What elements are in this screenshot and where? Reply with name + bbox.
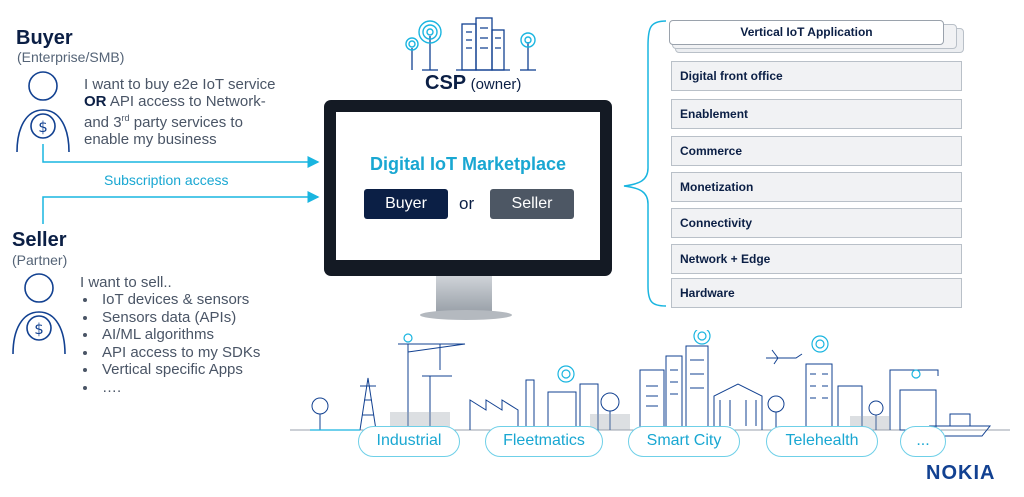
seller-list-item: API access to my SDKs: [98, 344, 260, 362]
seller-person-icon: $: [12, 273, 66, 355]
seller-list-item: Vertical specific Apps: [98, 361, 260, 379]
layer-label: Commerce: [680, 144, 743, 158]
layer-label: Hardware: [680, 286, 735, 300]
vertical-smart-city[interactable]: Smart City: [628, 426, 740, 457]
curly-brace: [623, 20, 667, 307]
buyer-line-3-post: party services to: [129, 114, 243, 131]
seller-arrow: [42, 191, 320, 224]
layer-label: Monetization: [680, 180, 754, 194]
vertical-more[interactable]: ...: [900, 426, 946, 457]
seller-button[interactable]: Seller: [490, 189, 574, 219]
csp-title: CSP: [425, 72, 467, 94]
vertical-fleetmatics[interactable]: Fleetmatics: [485, 426, 603, 457]
marketplace-or: or: [459, 194, 475, 213]
vertical-industrial[interactable]: Industrial: [358, 426, 460, 457]
seller-intro: I want to sell..: [80, 274, 172, 291]
monitor-base: [420, 310, 512, 320]
seller-list-item: Sensors data (APIs): [98, 309, 260, 327]
layer-hardware: Hardware: [671, 278, 962, 308]
seller-list: IoT devices & sensors Sensors data (APIs…: [80, 291, 260, 396]
csp-label: CSP (owner): [425, 72, 521, 95]
seller-list-item: AI/ML algorithms: [98, 326, 260, 344]
buyer-line-3-sup: rd: [121, 113, 130, 123]
layer-digital-front-office: Digital front office: [671, 61, 962, 91]
svg-text:$: $: [38, 118, 48, 136]
buyer-subtitle: (Enterprise/SMB): [17, 49, 125, 65]
csp-owner: (owner): [470, 76, 522, 93]
subscription-access-label: Subscription access: [104, 172, 229, 188]
seller-list-item: IoT devices & sensors: [98, 291, 260, 309]
layer-label: Network + Edge: [680, 252, 771, 266]
buyer-line-3: and 3rd party services to: [84, 110, 314, 131]
layer-monetization: Monetization: [671, 172, 962, 202]
buyer-line-3-pre: and 3: [84, 114, 122, 131]
monitor-stand: [436, 276, 492, 312]
buyer-description: I want to buy e2e IoT service OR API acc…: [84, 76, 314, 148]
buyer-or-bold: OR: [84, 93, 107, 110]
svg-text:$: $: [34, 320, 44, 338]
seller-title: Seller: [12, 229, 67, 251]
buyer-line-1: I want to buy e2e IoT service: [84, 76, 276, 93]
layer-network-edge: Network + Edge: [671, 244, 962, 274]
layer-commerce: Commerce: [671, 136, 962, 166]
marketplace-title: Digital IoT Marketplace: [369, 154, 567, 174]
vertical-telehealth[interactable]: Telehealth: [766, 426, 878, 457]
city-antenna-icon: [405, 17, 536, 71]
vertical-iot-application-box: Vertical IoT Application: [669, 20, 944, 45]
seller-list-item: ….: [98, 379, 260, 397]
layer-label: Enablement: [680, 107, 749, 121]
layer-enablement: Enablement: [671, 99, 962, 129]
nokia-logo: NOKIA: [926, 462, 996, 484]
buyer-line-4: enable my business: [84, 131, 217, 148]
monitor-screen: [336, 112, 600, 260]
layer-label: Digital front office: [680, 69, 783, 83]
layer-connectivity: Connectivity: [671, 208, 962, 238]
buyer-arrow: [42, 144, 320, 168]
cityscape-illustration: [290, 330, 1010, 437]
buyer-line-2-rest: API access to Network-: [106, 93, 266, 110]
connector-arrows: [42, 144, 320, 224]
seller-subtitle: (Partner): [12, 252, 68, 268]
buyer-person-icon: $: [16, 71, 70, 153]
buyer-title: Buyer: [16, 27, 73, 49]
layer-label: Connectivity: [680, 216, 753, 230]
buyer-button[interactable]: Buyer: [364, 189, 448, 219]
buyer-line-2: OR API access to Network-: [84, 93, 314, 110]
